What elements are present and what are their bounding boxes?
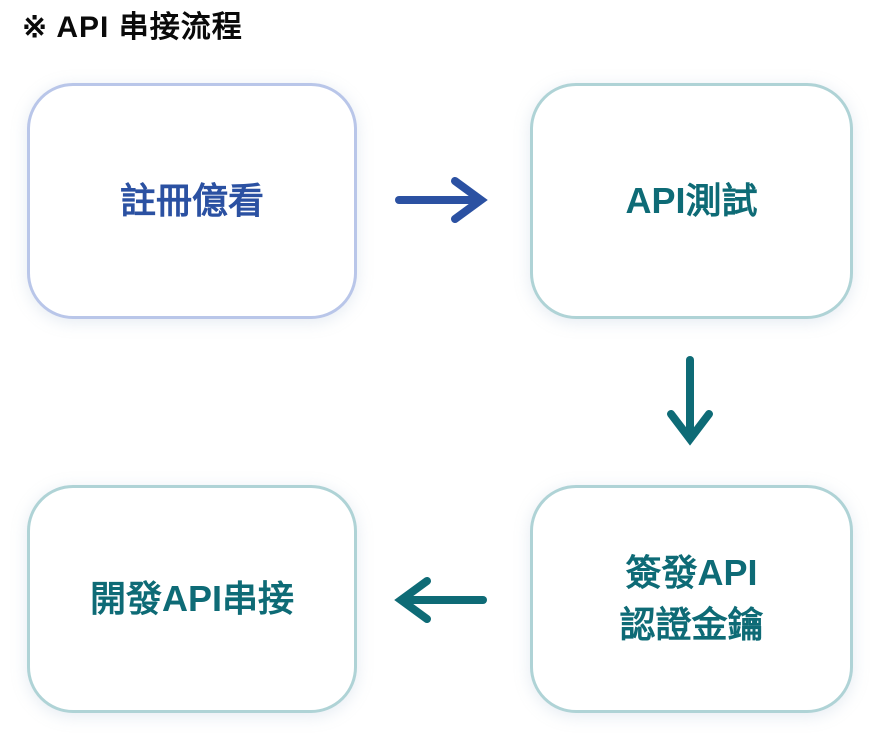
flow-step-issue-key: 簽發API 認證金鑰 xyxy=(530,485,853,713)
flow-step-label: 簽發API 認證金鑰 xyxy=(619,551,764,645)
flow-step-api-test: API測試 xyxy=(530,83,853,319)
flow-step-label: 開發API串接 xyxy=(89,577,294,619)
diagram-title: ※ API 串接流程 xyxy=(22,11,243,44)
arrow-down-icon xyxy=(666,352,714,448)
flow-step-label: 註冊億看 xyxy=(119,179,264,221)
flow-step-register: 註冊億看 xyxy=(27,83,357,319)
flow-step-label: API測試 xyxy=(625,179,758,221)
arrow-right-icon xyxy=(391,176,491,224)
flow-step-develop: 開發API串接 xyxy=(27,485,357,713)
arrow-left-icon xyxy=(391,576,491,624)
